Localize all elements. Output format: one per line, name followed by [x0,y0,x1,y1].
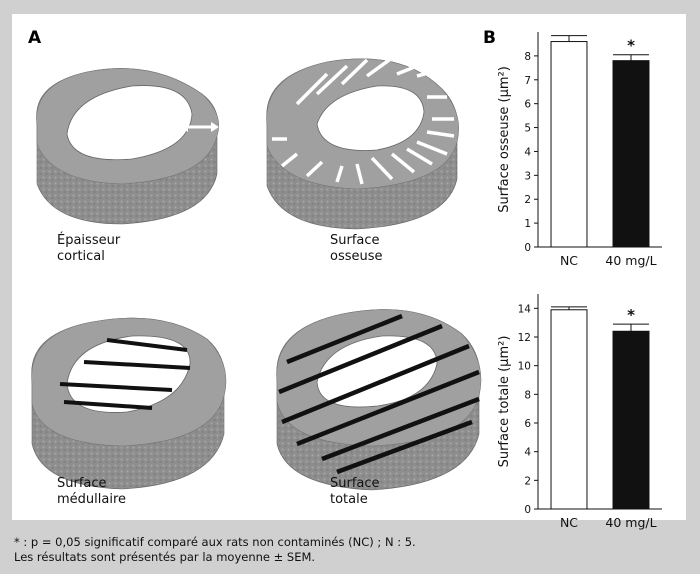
panel-b-label: B [483,28,496,48]
chart-marks: NC 40 mg/L * [550,35,657,268]
y-tick-label: 12 [518,332,531,344]
total-markers [278,313,480,475]
footnote-line-2: Les résultats sont présentés par la moye… [14,550,316,564]
caption-total-surface: Surface totale [330,476,380,508]
caption-line: Épaisseur [57,233,121,248]
y-tick-label: 1 [524,218,531,230]
y-tick-label: 0 [524,242,531,254]
x-tick-label: NC [560,253,578,268]
chart-marks: NC 40 mg/L * [550,306,657,530]
y-axis-label: Surface totale (µm²) [497,336,512,468]
y-tick-label: 6 [524,418,531,430]
y-tick-label: 0 [524,504,531,516]
bone-cavity [66,335,191,413]
caption-cortical-thickness: Épaisseur cortical [57,233,120,265]
caption-line: totale [330,492,368,507]
caption-line: cortical [57,249,105,264]
y-tick-label: 14 [518,303,532,315]
y-tick-label: 8 [524,51,531,63]
caption-line: Surface [330,476,380,491]
footnote: * : p = 0,05 significatif comparé aux ra… [14,535,694,565]
x-tick-label: NC [560,515,578,530]
significance-marker: * [627,37,635,55]
bar-nc [550,309,588,510]
caption-line: Surface [330,233,380,248]
y-tick-label: 10 [518,361,531,373]
y-tick-label: 2 [524,475,531,487]
surface-markers [272,56,455,185]
chart-total-surface: 0 2 4 6 8 10 12 14 NC 40 mg/L * Surface totale (µ… [497,294,662,530]
y-tick-label: 3 [524,170,531,182]
bone-section-surface [266,56,459,230]
caption-line: médullaire [57,492,127,507]
y-tick-label: 7 [524,75,531,87]
medullary-markers [59,338,191,410]
caption-line: osseuse [330,249,383,264]
caption-medullary-surface: Surface médullaire [57,476,126,508]
x-tick-label: 40 mg/L [605,515,656,530]
y-axis-label: Surface osseuse (µm²) [497,66,512,213]
significance-marker: * [627,306,635,324]
y-tick-label: 5 [524,123,531,135]
y-tick-label: 6 [524,99,531,111]
bone-cavity [316,335,438,408]
bar-treated [612,330,650,510]
bone-cavity [66,85,193,161]
bone-section-cortical [36,68,219,225]
bar-nc [550,41,588,248]
y-tick-label: 4 [524,146,531,158]
chart-axes: 0 2 4 6 8 10 12 14 [518,294,662,516]
footnote-line-1: * : p = 0,05 significatif comparé aux ra… [14,535,416,549]
chart-bone-surface: 0 1 2 3 4 5 6 7 8 NC 40 mg/L * Surface osseuse (µm… [497,32,662,268]
bone-section-medullary [31,317,227,490]
x-tick-label: 40 mg/L [605,253,656,268]
bar-treated [612,60,650,248]
arrow-head-left [180,122,188,132]
bone-cavity [316,85,425,151]
y-tick-label: 8 [524,389,531,401]
arrow-head-right [211,122,219,132]
y-tick-label: 2 [524,194,531,206]
panel-a-label: A [28,28,42,48]
caption-line: Surface [57,476,107,491]
bone-section-total [276,309,482,491]
y-tick-label: 4 [524,447,531,459]
bone-diagram [31,56,482,491]
caption-bone-surface: Surface osseuse [330,233,383,265]
